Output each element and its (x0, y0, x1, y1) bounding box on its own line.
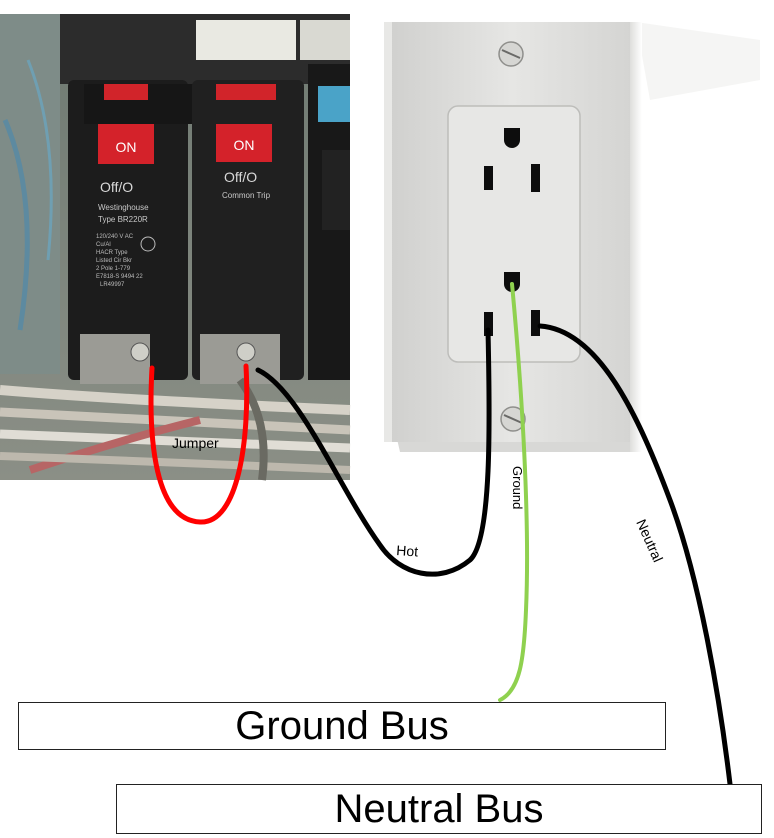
breaker-right-on-label: ON (234, 137, 255, 153)
breaker-left-rating-1: 120/240 V AC (96, 234, 134, 240)
breaker-left-rating-2: Cu/Al (96, 242, 111, 248)
bottom-screw-icon (500, 406, 526, 432)
breaker-right: ON Off/O Common Trip (192, 80, 304, 380)
breaker-left-brand: Westinghouse (98, 203, 149, 212)
breaker-panel-photo: ON Off/O Westinghouse Type BR220R 120/24… (0, 14, 351, 481)
breaker-left-off-label: Off/O (100, 179, 133, 195)
lower-outlet (484, 272, 540, 336)
terminal-screw-left (130, 342, 150, 362)
breaker-left-rating-3: HACR Type (96, 250, 128, 256)
receptacle (447, 105, 581, 363)
breaker-left-rating-7: LR49997 (100, 282, 125, 288)
ground-label: Ground (510, 466, 525, 509)
hot-label: Hot (396, 542, 419, 559)
breaker-left-on-label: ON (116, 139, 137, 155)
neutral-wire (537, 323, 733, 787)
upper-outlet (484, 128, 540, 192)
breaker-right-note: Common Trip (222, 191, 271, 200)
breaker-left-rating-6: E7818-S 9494 22 (96, 274, 143, 280)
breaker-right-off-label: Off/O (224, 169, 257, 185)
neutral-label: Neutral (633, 517, 666, 565)
neutral-bus-label: Neutral Bus (334, 786, 544, 831)
breaker-left: ON Off/O Westinghouse Type BR220R 120/24… (68, 80, 204, 380)
terminal-screw-right (236, 342, 256, 362)
top-screw-icon (498, 41, 524, 67)
neutral-bus: Neutral Bus (116, 784, 762, 834)
ground-bus: Ground Bus (18, 702, 666, 750)
ground-wire (498, 282, 530, 702)
breaker-left-rating-4: Listed Cir Bkr (96, 258, 132, 264)
jumper-wire (148, 363, 250, 525)
hot-wire (255, 327, 492, 577)
jumper-label: Jumper (172, 435, 219, 451)
breaker-left-model: Type BR220R (98, 215, 148, 224)
breaker-left-rating-5: 2 Pole 1-779 (96, 266, 131, 272)
ul-mark-icon (140, 236, 156, 252)
outlet-wall-plate (384, 22, 760, 452)
ground-bus-label: Ground Bus (235, 703, 449, 748)
